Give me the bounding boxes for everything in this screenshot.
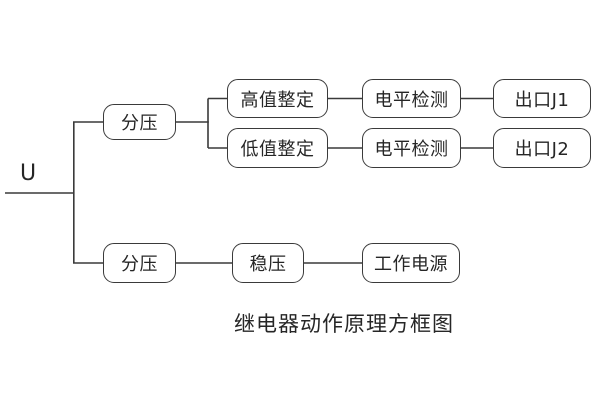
node-label: 出口J1	[514, 89, 570, 111]
node-label: 高值整定	[240, 89, 315, 111]
node-low-value-setting: 低值整定	[227, 128, 328, 168]
node-voltage-regulator: 稳压	[232, 243, 304, 283]
input-voltage-label: U	[20, 161, 37, 186]
node-level-detection-2: 电平检测	[362, 128, 461, 168]
node-label: 电平检测	[374, 139, 449, 160]
node-output-j1: 出口J1	[493, 79, 591, 118]
node-high-value-setting: 高值整定	[227, 79, 328, 118]
node-label: 电平检测	[374, 89, 449, 111]
node-label: 分压	[121, 254, 158, 275]
node-label: 低值整定	[240, 139, 315, 160]
node-label: 出口J2	[514, 139, 570, 160]
edge-u-to-fenya-top-and-bottom	[73, 121, 103, 264]
node-working-power-supply: 工作电源	[362, 243, 460, 283]
node-output-j2: 出口J2	[493, 128, 591, 168]
node-voltage-divider-top: 分压	[103, 104, 176, 140]
node-label: 工作电源	[374, 254, 448, 275]
node-level-detection-1: 电平检测	[362, 79, 461, 118]
diagram-caption: 继电器动作原理方框图	[234, 312, 454, 336]
node-label: 分压	[121, 113, 158, 134]
node-voltage-divider-bottom: 分压	[103, 243, 176, 283]
node-label: 稳压	[249, 254, 287, 275]
